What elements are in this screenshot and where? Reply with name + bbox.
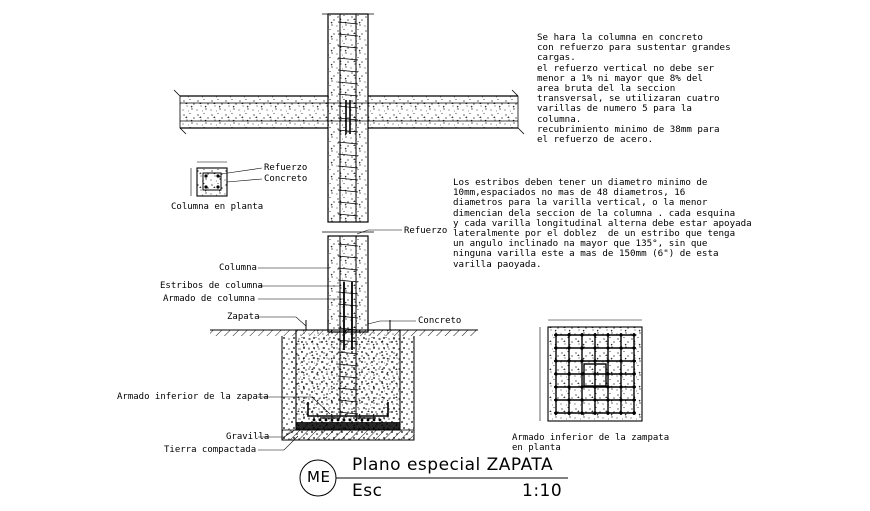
drawing-title: Plano especial ZAPATA xyxy=(352,455,554,475)
label-tierra-compactada: Tierra compactada xyxy=(164,445,257,455)
note-line: el refuerzo vertical no debe ser xyxy=(537,62,715,74)
note-line: 10mm,espaciados no mas de 48 diametros, … xyxy=(453,187,686,199)
note-line: ninguna varilla este a mas de 150mm (6")… xyxy=(453,248,719,260)
label-armado-columna: Armado de columna xyxy=(163,294,256,304)
note-line: varillas de numero 5 para la xyxy=(537,103,692,115)
label-plan-caption-1: Armado inferior de la zampata xyxy=(512,433,670,443)
stirrups-note: Los estribos deben tener un diametro min… xyxy=(453,177,752,270)
note-line: diametros para la varilla vertical, o la… xyxy=(453,197,708,209)
label-refuerzo-plan: Refuerzo xyxy=(264,163,308,173)
label-plan-caption-2: en planta xyxy=(512,443,561,453)
note-line: dimencian dela seccion de la columna . c… xyxy=(453,207,736,219)
note-line: con refuerzo para sustentar grandes xyxy=(537,42,731,54)
note-line: columna. xyxy=(537,113,582,125)
footing-plan-detail xyxy=(539,319,643,422)
label-estribos: Estribos de columna xyxy=(160,281,263,291)
label-zapata: Zapata xyxy=(227,312,260,322)
label-columna: Columna xyxy=(219,263,257,273)
note-line: transversal, se utilizaran cuatro xyxy=(537,93,720,105)
note-line: Se hara la columna en concreto xyxy=(537,32,703,43)
upper-column-section xyxy=(173,13,525,223)
label-concreto: Concreto xyxy=(418,316,462,326)
note-line: varilla paoyada. xyxy=(453,258,542,270)
column-plan-detail xyxy=(190,161,263,197)
note-line: y cada varilla longitudinal alterna debe… xyxy=(453,217,752,229)
note-line: menor a 1% ni mayor que 8% del xyxy=(537,72,703,84)
note-line: Los estribos deben tener un diametro min… xyxy=(453,177,708,188)
footing-section xyxy=(210,231,478,441)
label-gravilla: Gravilla xyxy=(226,432,270,442)
title-block xyxy=(299,459,568,497)
scale-label: Esc xyxy=(352,481,383,501)
label-armado-inferior: Armado inferior de la zapata xyxy=(117,392,269,402)
note-line: un angulo inclinado na mayor que 135°, s… xyxy=(453,238,708,250)
label-refuerzo: Refuerzo xyxy=(404,226,448,236)
note-line: area bruta del la seccion xyxy=(537,83,676,95)
leader-lines xyxy=(258,229,416,451)
title-badge: ME xyxy=(307,468,331,486)
label-columna-en-planta: Columna en planta xyxy=(171,202,264,212)
scale-value: 1:10 xyxy=(522,481,563,501)
note-line: lateralmente por el doblez de un estribo… xyxy=(453,228,736,240)
note-line: recubrimiento minimo de 38mm para xyxy=(537,123,720,135)
note-line: cargas. xyxy=(537,52,576,64)
note-line: el refuerzo de acero. xyxy=(537,134,654,146)
label-concreto-plan: Concreto xyxy=(264,174,308,184)
